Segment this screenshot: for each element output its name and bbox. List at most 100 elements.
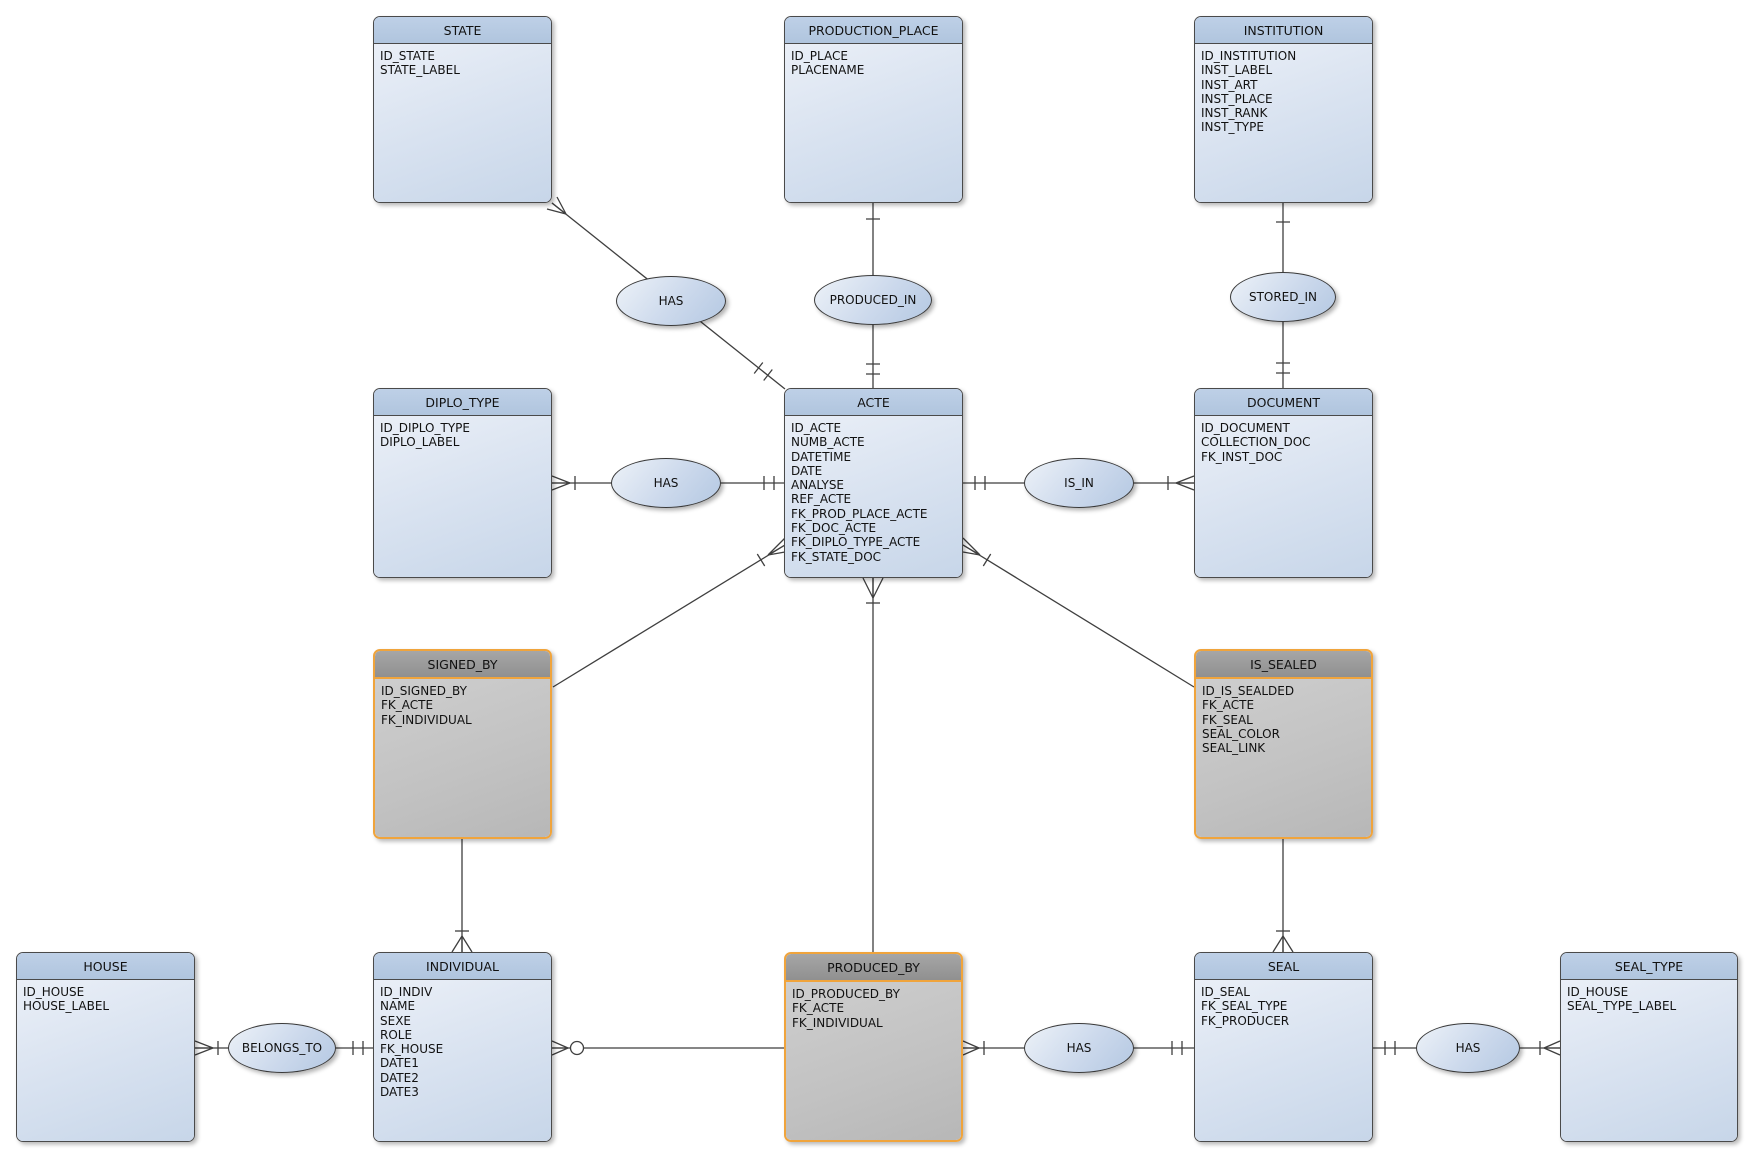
entity-field: ID_SEAL xyxy=(1201,985,1250,999)
tick-marker xyxy=(983,1041,1183,1055)
entity-house-title: HOUSE xyxy=(17,953,194,980)
relationship-label: HAS xyxy=(658,294,684,308)
entity-field: INST_PLACE xyxy=(1201,91,1273,106)
crowfoot-marker xyxy=(767,537,786,556)
entity-field: DATETIME xyxy=(791,449,852,464)
connector-acte-producedby xyxy=(862,577,884,952)
connector-issealed-seal xyxy=(1272,839,1294,953)
relationship-has-producedby-seal[interactable]: HAS xyxy=(1024,1023,1134,1073)
relationship-belongs-to[interactable]: BELONGS_TO xyxy=(228,1023,336,1073)
tick-marker xyxy=(1384,1041,1541,1055)
tick-marker xyxy=(866,218,880,375)
relationship-label: HAS xyxy=(653,476,679,490)
entity-field: DATE1 xyxy=(380,1056,419,1071)
entity-seal-type-title: SEAL_TYPE xyxy=(1561,953,1737,980)
entity-field: INST_RANK xyxy=(1201,106,1268,121)
entity-field: FK_INDIVIDUAL xyxy=(792,1015,883,1030)
entity-field: FK_INDIVIDUAL xyxy=(381,712,472,727)
entity-signed-by-title: SIGNED_BY xyxy=(375,651,550,679)
crowfoot-marker xyxy=(194,1040,214,1056)
tick-marker xyxy=(974,476,1169,490)
relationship-label: HAS xyxy=(1455,1041,1481,1055)
entity-produced-by-title: PRODUCED_BY xyxy=(786,954,961,982)
tick-marker xyxy=(574,476,775,490)
entity-field: ID_DIPLO_TYPE xyxy=(380,421,470,435)
entity-field: NAME xyxy=(380,999,416,1014)
entity-field: FK_DOC_ACTE xyxy=(791,521,877,536)
entity-field: DATE3 xyxy=(380,1085,419,1100)
tick-marker xyxy=(982,553,992,567)
entity-is-sealed-title: IS_SEALED xyxy=(1196,651,1371,679)
entity-field: FK_STATE_DOC xyxy=(791,549,882,564)
relationship-label: STORED_IN xyxy=(1248,290,1318,304)
entity-field: INST_ART xyxy=(1201,77,1258,92)
connector-signedby-individual xyxy=(451,839,473,953)
entity-field: ID_PRODUCED_BY xyxy=(792,987,900,1001)
entity-field: ID_ACTE xyxy=(791,421,842,435)
entity-field: ID_SIGNED_BY xyxy=(381,684,467,698)
entity-acte-title: ACTE xyxy=(785,389,962,416)
relationship-has-diplo-acte[interactable]: HAS xyxy=(611,458,721,508)
entity-field: FK_ACTE xyxy=(381,698,434,713)
crowfoot-marker xyxy=(551,475,571,491)
connector-producedby-has-seal xyxy=(962,1040,1194,1056)
crowfoot-marker xyxy=(1175,475,1195,491)
entity-field: ID_HOUSE xyxy=(1567,985,1629,999)
crowfoot-marker xyxy=(546,196,567,215)
entity-diplo-type-title: DIPLO_TYPE xyxy=(374,389,551,416)
entity-field: ID_INDIV xyxy=(380,985,433,999)
entity-individual-title: INDIVIDUAL xyxy=(374,953,551,980)
entity-field: ID_INSTITUTION xyxy=(1201,49,1297,63)
entity-document-title: DOCUMENT xyxy=(1195,389,1372,416)
relationship-stored-in[interactable]: STORED_IN xyxy=(1230,272,1336,322)
entity-field: INST_LABEL xyxy=(1201,63,1273,78)
relationship-label: HAS xyxy=(1066,1041,1092,1055)
entity-field: DIPLO_LABEL xyxy=(380,435,460,450)
relationship-produced-in[interactable]: PRODUCED_IN xyxy=(814,275,932,325)
entity-field: DATE2 xyxy=(380,1070,419,1085)
relationship-has-seal-sealtype[interactable]: HAS xyxy=(1416,1023,1520,1073)
entity-field: ID_HOUSE xyxy=(23,985,85,999)
entity-field: FK_HOUSE xyxy=(380,1042,444,1057)
zero-marker xyxy=(569,1040,585,1056)
connector-signedby-acte xyxy=(552,537,786,688)
relationship-has-state-acte[interactable]: HAS xyxy=(616,276,726,326)
entity-field: SEAL_TYPE_LABEL xyxy=(1567,999,1677,1014)
entity-field: FK_ACTE xyxy=(792,1001,845,1016)
entity-field: FK_INST_DOC xyxy=(1201,449,1283,464)
entity-field: COLLECTION_DOC xyxy=(1201,435,1311,450)
entity-field: ID_IS_SEALDED xyxy=(1202,684,1295,698)
entity-field: DATE xyxy=(791,463,823,478)
tick-marker xyxy=(1276,221,1290,374)
crowfoot-marker xyxy=(551,1040,569,1056)
entity-field: SEXE xyxy=(380,1013,412,1028)
entity-field: NUMB_ACTE xyxy=(791,435,865,450)
relationship-is-in[interactable]: IS_IN xyxy=(1024,458,1134,508)
entity-field: INST_TYPE xyxy=(1201,120,1264,135)
relationship-label: PRODUCED_IN xyxy=(829,293,917,307)
crowfoot-marker xyxy=(451,935,473,953)
tick-marker xyxy=(753,362,773,381)
entity-field: ID_PLACE xyxy=(791,49,848,63)
